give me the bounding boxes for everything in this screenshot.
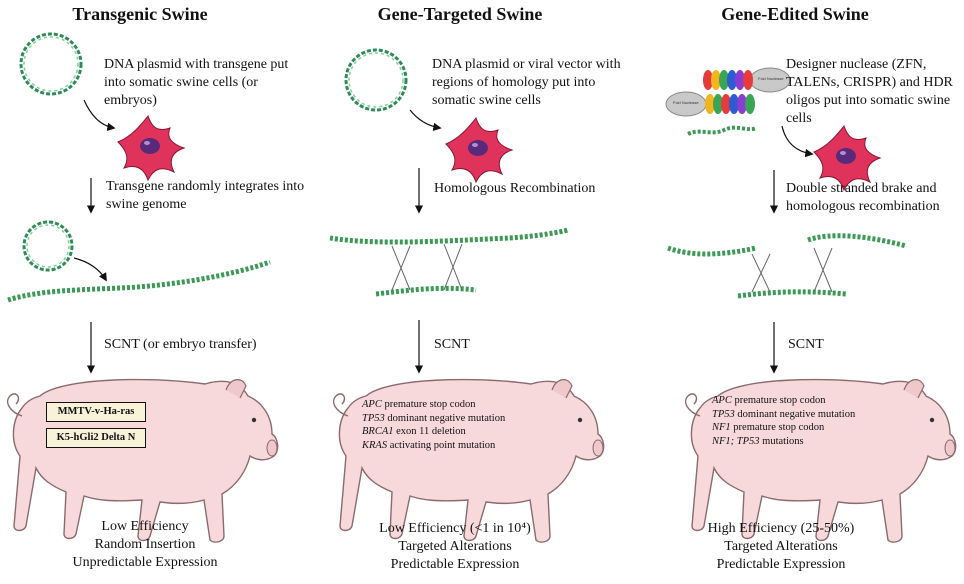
- col3-mutation-4: NF1; TP53 mutations: [712, 435, 804, 447]
- nuclease-label-1: FokI Nuclease: [758, 76, 784, 81]
- col3-step2: Double stranded brake and homologous rec…: [786, 181, 940, 214]
- col2-arrow-to-cell: [409, 109, 442, 132]
- col2-step3: SCNT: [434, 337, 470, 352]
- transgene-box-2: K5-hGli2 Delta N: [46, 428, 146, 448]
- transgene-box-1: MMTV-v-Ha-ras: [46, 402, 146, 422]
- col3-mutation-3: NF1 premature stop codon: [712, 422, 825, 433]
- col2-mutation-2: TP53 dominant negative mutation: [362, 412, 506, 424]
- col3-mutation-1: APC premature stop codon: [712, 395, 826, 406]
- col1-intro: DNA plasmid with transgene put into soma…: [104, 57, 289, 108]
- col1-efficiency-1: Low Efficiency: [101, 519, 189, 534]
- col3-nucleases: [665, 67, 791, 117]
- col2-dna-bottom: [375, 285, 477, 297]
- col1-arrow-integrate: [73, 257, 107, 282]
- col1-cell: [117, 115, 185, 181]
- col3-oligo: [687, 125, 757, 136]
- col1-arrow-to-cell: [83, 99, 116, 132]
- col3-title: Gene-Edited Swine: [721, 4, 869, 24]
- col2-efficiency-2: Targeted Alterations: [398, 539, 512, 554]
- col1-plasmid-2: [22, 220, 74, 272]
- col1-step2: Transgene randomly integrates into swine…: [106, 179, 305, 212]
- col2-efficiency-3: Predictable Expression: [390, 557, 520, 572]
- col2-title: Gene-Targeted Swine: [377, 4, 543, 24]
- col2-dna-top: [329, 227, 569, 245]
- col2-crossover: [391, 243, 463, 291]
- col1-step3: SCNT (or embryo transfer): [104, 337, 257, 352]
- col2-mutation-3: BRCA1 exon 11 deletion: [362, 426, 466, 437]
- nuclease-label-2: FokI Nuclease: [673, 100, 699, 105]
- col2-cell: [445, 117, 513, 183]
- col3-crossover: [751, 247, 833, 293]
- col3-step3: SCNT: [788, 337, 824, 352]
- col2-mutation-4: KRAS activating point mutation: [362, 439, 496, 451]
- col2-step2: Homologous Recombination: [434, 181, 596, 196]
- col2-plasmid: [344, 48, 408, 112]
- col3-dna-bottom: [737, 289, 847, 299]
- col1-genome-dna: [7, 259, 271, 303]
- col3-dna-left: [667, 245, 757, 257]
- col3-arrow-to-cell: [781, 125, 814, 158]
- col3-efficiency-1: High Efficiency (25-50%): [707, 521, 855, 536]
- col2-efficiency-1: Low Efficiency (<1 in 10⁴): [379, 521, 531, 536]
- col2-mutation-1: APC premature stop codon: [362, 399, 476, 410]
- col2-intro: DNA plasmid or viral vector with regions…: [432, 57, 621, 108]
- col3-mutation-2: TP53 dominant negative mutation: [712, 408, 856, 420]
- col1-efficiency-2: Random Insertion: [94, 537, 196, 552]
- col1-title: Transgenic Swine: [72, 4, 208, 24]
- col3-dna-right: [807, 233, 907, 249]
- col3-efficiency-2: Targeted Alterations: [724, 539, 838, 554]
- col1-efficiency-3: Unpredictable Expression: [72, 555, 218, 570]
- col3-intro: Designer nuclease (ZFN, TALENs, CRISPR) …: [786, 57, 953, 126]
- col1-plasmid: [19, 32, 83, 96]
- col3-efficiency-3: Predictable Expression: [716, 557, 846, 572]
